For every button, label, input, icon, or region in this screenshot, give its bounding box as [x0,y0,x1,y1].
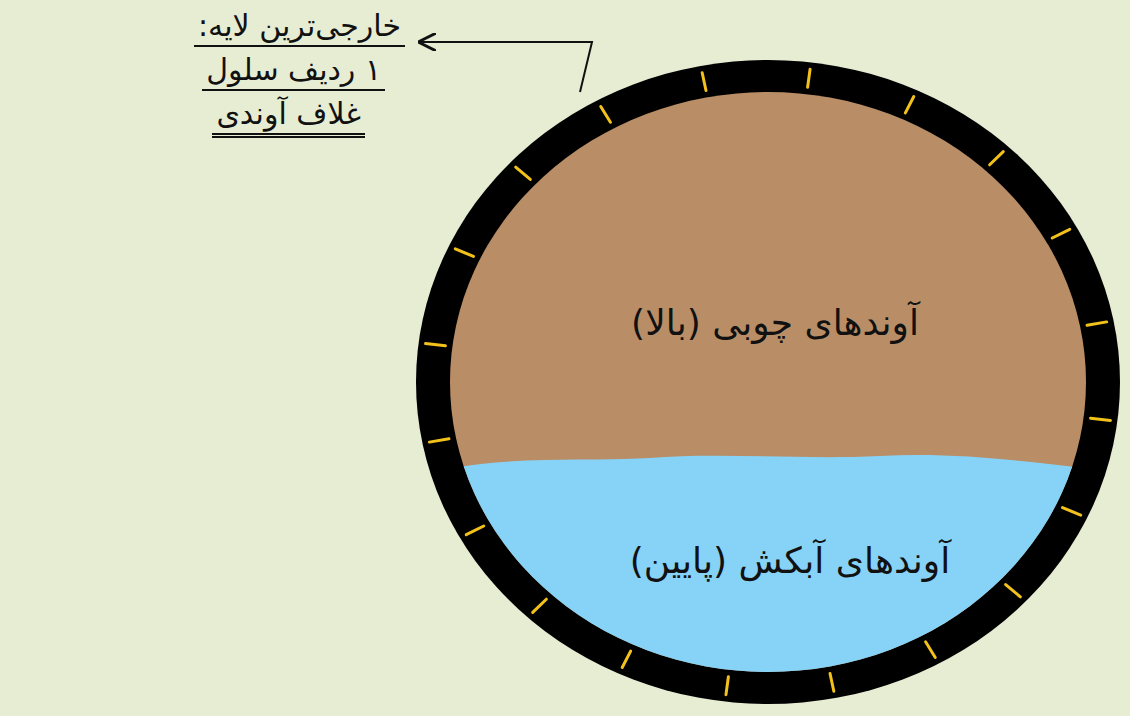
sheath-cell-tick [533,599,547,612]
sheath-cell-tick [1087,322,1107,325]
phloem-label-box: آوندهای آبکش (پایین) [620,534,960,587]
xylem-region [400,50,1130,716]
sheath-cell-tick [1091,418,1111,420]
xylem-label-box: آوندهای چوبی (بالا) [621,296,929,349]
sheath-cell-tick [601,106,611,122]
sheath-cell-tick [1006,585,1021,597]
sheath-cell-tick [1052,229,1069,238]
sheath-cell-tick [426,344,446,346]
annotation-text: خارجی‌ترین لایه: [194,8,405,47]
sheath-cell-tick [455,249,473,257]
sheath-cell-tick [926,642,936,658]
sheath-cell-tick [429,439,449,442]
sheath-cell-tick [726,677,728,695]
sheath-cell-tick [516,167,531,179]
region-label: آوندهای آبکش (پایین) [630,540,950,581]
sheath-cell-tick [990,152,1004,165]
sheath-cell-tick [830,674,834,692]
sheath-cell-tick [808,69,810,87]
annotation-text: غلاف آوندی [212,96,365,138]
annotation-text: ۱ ردیف سلول [202,52,385,91]
sheath-cell-tick [622,651,630,667]
leader-arrow [420,42,592,92]
sheath-cell-tick [466,526,483,535]
phloem-region [440,455,1100,700]
sheath-cell-tick [905,97,913,113]
region-label: آوندهای چوبی (بالا) [631,302,919,343]
sheath-cell-tick [1063,508,1081,516]
sheath-cell-tick [702,73,706,91]
sheath-cells [426,69,1111,694]
